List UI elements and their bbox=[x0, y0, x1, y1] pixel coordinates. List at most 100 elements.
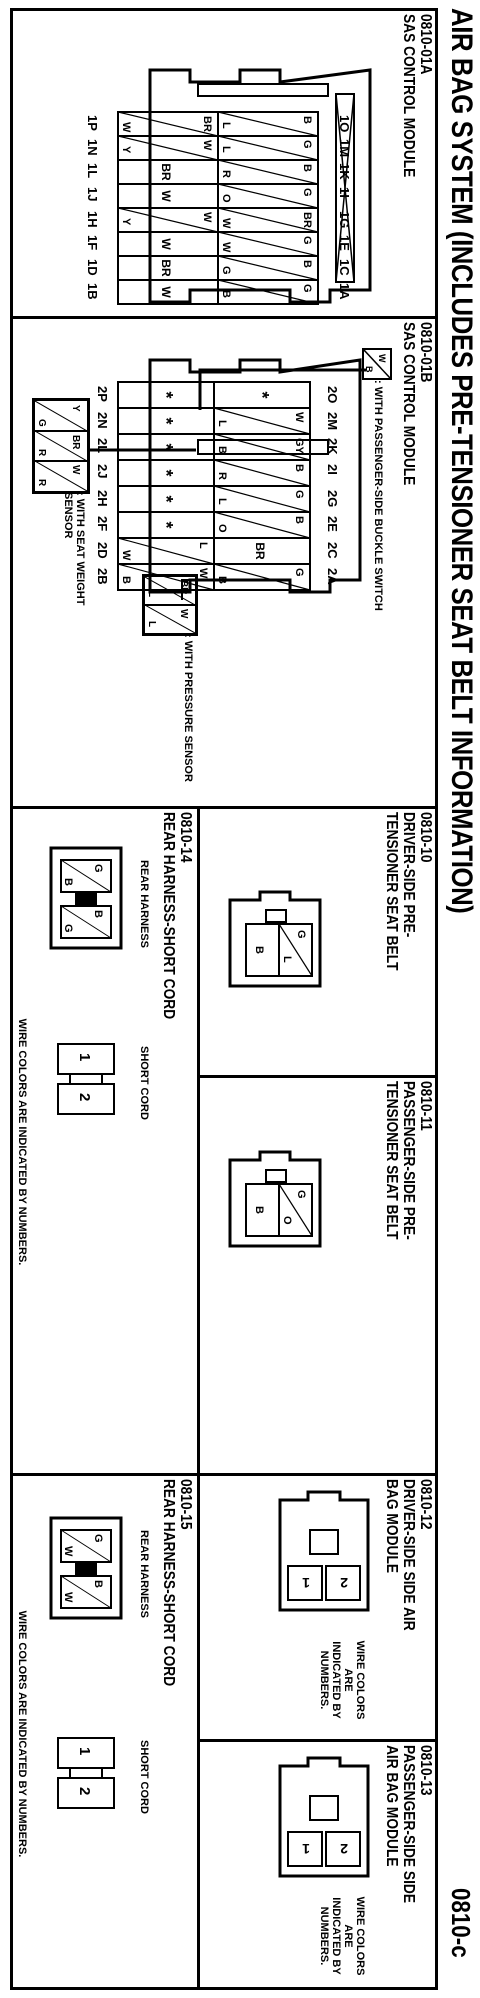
wire-color-label: L bbox=[216, 420, 228, 427]
wire-color-label: * bbox=[156, 521, 176, 528]
pin-number: 1B bbox=[85, 283, 100, 300]
pin-number: 1G bbox=[337, 211, 352, 229]
wire-split-line bbox=[213, 563, 311, 591]
wire-color-label: W bbox=[293, 412, 305, 423]
wire-color-label: * bbox=[252, 391, 272, 398]
svg-text:Y: Y bbox=[70, 405, 81, 412]
wire-split-line bbox=[213, 407, 311, 435]
section-name: REAR HARNESS-SHORT CORD bbox=[160, 1479, 177, 1687]
wire-color-label: * bbox=[156, 443, 176, 450]
wire-color-label: B bbox=[301, 164, 313, 172]
divider bbox=[197, 1473, 200, 1990]
section-id: 0810-01B bbox=[417, 322, 434, 383]
wire-split-line bbox=[217, 183, 319, 209]
pin-number: 1C bbox=[337, 259, 352, 276]
svg-text:R: R bbox=[36, 479, 47, 487]
wire-color-label: W bbox=[159, 190, 173, 202]
wire-color-label: B bbox=[216, 446, 228, 454]
pin-number: 1D bbox=[85, 259, 100, 276]
connector-15-cord: 12 bbox=[57, 1737, 115, 1809]
wire-split-line bbox=[117, 563, 215, 591]
wire-color-label: G bbox=[293, 490, 305, 499]
svg-text:1: 1 bbox=[76, 1747, 93, 1755]
divider bbox=[10, 316, 438, 319]
section-name: SAS CONTROL MODULE bbox=[400, 14, 417, 178]
wire-color-label: * bbox=[156, 469, 176, 476]
wire-split-line bbox=[213, 433, 311, 461]
svg-text:W: W bbox=[178, 609, 189, 619]
svg-text:G: G bbox=[62, 924, 74, 933]
section-name: PASSENGER-SIDE PRE- bbox=[400, 1081, 417, 1240]
pin-number: 1M bbox=[337, 139, 352, 158]
wire-color-label: Y bbox=[120, 218, 132, 226]
wire-split-line bbox=[117, 111, 219, 137]
divider bbox=[197, 806, 200, 1476]
wire-color-label: B bbox=[220, 290, 232, 298]
svg-text:B: B bbox=[253, 1206, 265, 1214]
wire-color-label: L bbox=[220, 122, 232, 129]
rear-harness-label: REAR HARNESS bbox=[138, 860, 150, 949]
wire-split-line bbox=[217, 231, 319, 257]
wire-split-line bbox=[217, 207, 319, 233]
svg-text:2: 2 bbox=[76, 1787, 93, 1795]
svg-text:W: W bbox=[70, 465, 81, 475]
svg-text:R: R bbox=[36, 449, 47, 457]
wire-color-label: W bbox=[220, 242, 232, 253]
section-name: PASSENGER-SIDE SIDE bbox=[400, 1745, 417, 1904]
svg-text:2: 2 bbox=[76, 1093, 93, 1101]
wire-color-label: W bbox=[197, 568, 209, 579]
section-name: TENSIONER SEAT BELT bbox=[383, 812, 400, 971]
connector-15-harness: GW BW bbox=[49, 1516, 123, 1620]
wire-color-label: W bbox=[120, 550, 132, 561]
wire-color-label: Y bbox=[120, 146, 132, 154]
connector-13: 2 1 bbox=[278, 1756, 370, 1878]
section-id: 0810-14 bbox=[177, 812, 194, 863]
connector-10: GLB bbox=[228, 890, 322, 988]
wire-color-label: G bbox=[301, 188, 313, 197]
wire-split-line bbox=[217, 111, 319, 137]
connector-01a bbox=[148, 68, 372, 304]
pin-number: 1K bbox=[337, 163, 352, 180]
short-cord-label: SHORT CORD bbox=[138, 1740, 150, 1814]
pin-cell bbox=[117, 563, 215, 591]
connector-01b bbox=[148, 358, 362, 594]
wire-color-label: O bbox=[216, 524, 228, 533]
svg-text:L: L bbox=[281, 956, 293, 963]
wire-color-note: WIRE COLORS ARE INDICATED BY NUMBERS. bbox=[16, 1018, 28, 1266]
svg-text:G: G bbox=[36, 419, 47, 427]
svg-text:G: G bbox=[92, 864, 104, 873]
wire-color-label: G bbox=[293, 568, 305, 577]
section-name: BAG MODULE bbox=[383, 1479, 400, 1574]
wire-split-line bbox=[217, 279, 319, 305]
svg-text:B: B bbox=[364, 366, 374, 373]
wire-split-line bbox=[213, 485, 311, 513]
svg-text:1: 1 bbox=[76, 1053, 93, 1061]
section-name: REAR HARNESS-SHORT CORD bbox=[160, 812, 177, 1020]
section-id: 0810-10 bbox=[417, 812, 434, 863]
svg-text:W: W bbox=[62, 1592, 74, 1603]
section-name: DRIVER-SIDE SIDE AIR bbox=[400, 1479, 417, 1631]
svg-text:G: G bbox=[295, 930, 307, 939]
wire-color-label: BR bbox=[201, 116, 213, 132]
wire-color-label: R bbox=[220, 170, 232, 178]
section-name: SAS CONTROL MODULE bbox=[400, 322, 417, 486]
wire-split-line bbox=[213, 511, 311, 539]
wire-color-label: B bbox=[120, 576, 132, 584]
wire-color-label: W bbox=[159, 286, 173, 298]
pin-number: 1O bbox=[337, 115, 352, 133]
section-name: AIR BAG MODULE bbox=[383, 1745, 400, 1867]
page-title: AIR BAG SYSTEM (INCLUDES PRE-TENSIONER S… bbox=[445, 8, 478, 914]
wire-color-label: L bbox=[216, 498, 228, 505]
section-id: 0810-13 bbox=[417, 1745, 434, 1796]
rear-harness-label: REAR HARNESS bbox=[138, 1530, 150, 1619]
section-name: TENSIONER SEAT BELT bbox=[383, 1081, 400, 1240]
wire-color-label: W bbox=[120, 122, 132, 133]
wire-color-label: W bbox=[220, 218, 232, 229]
pin-number: 1H bbox=[85, 211, 100, 228]
